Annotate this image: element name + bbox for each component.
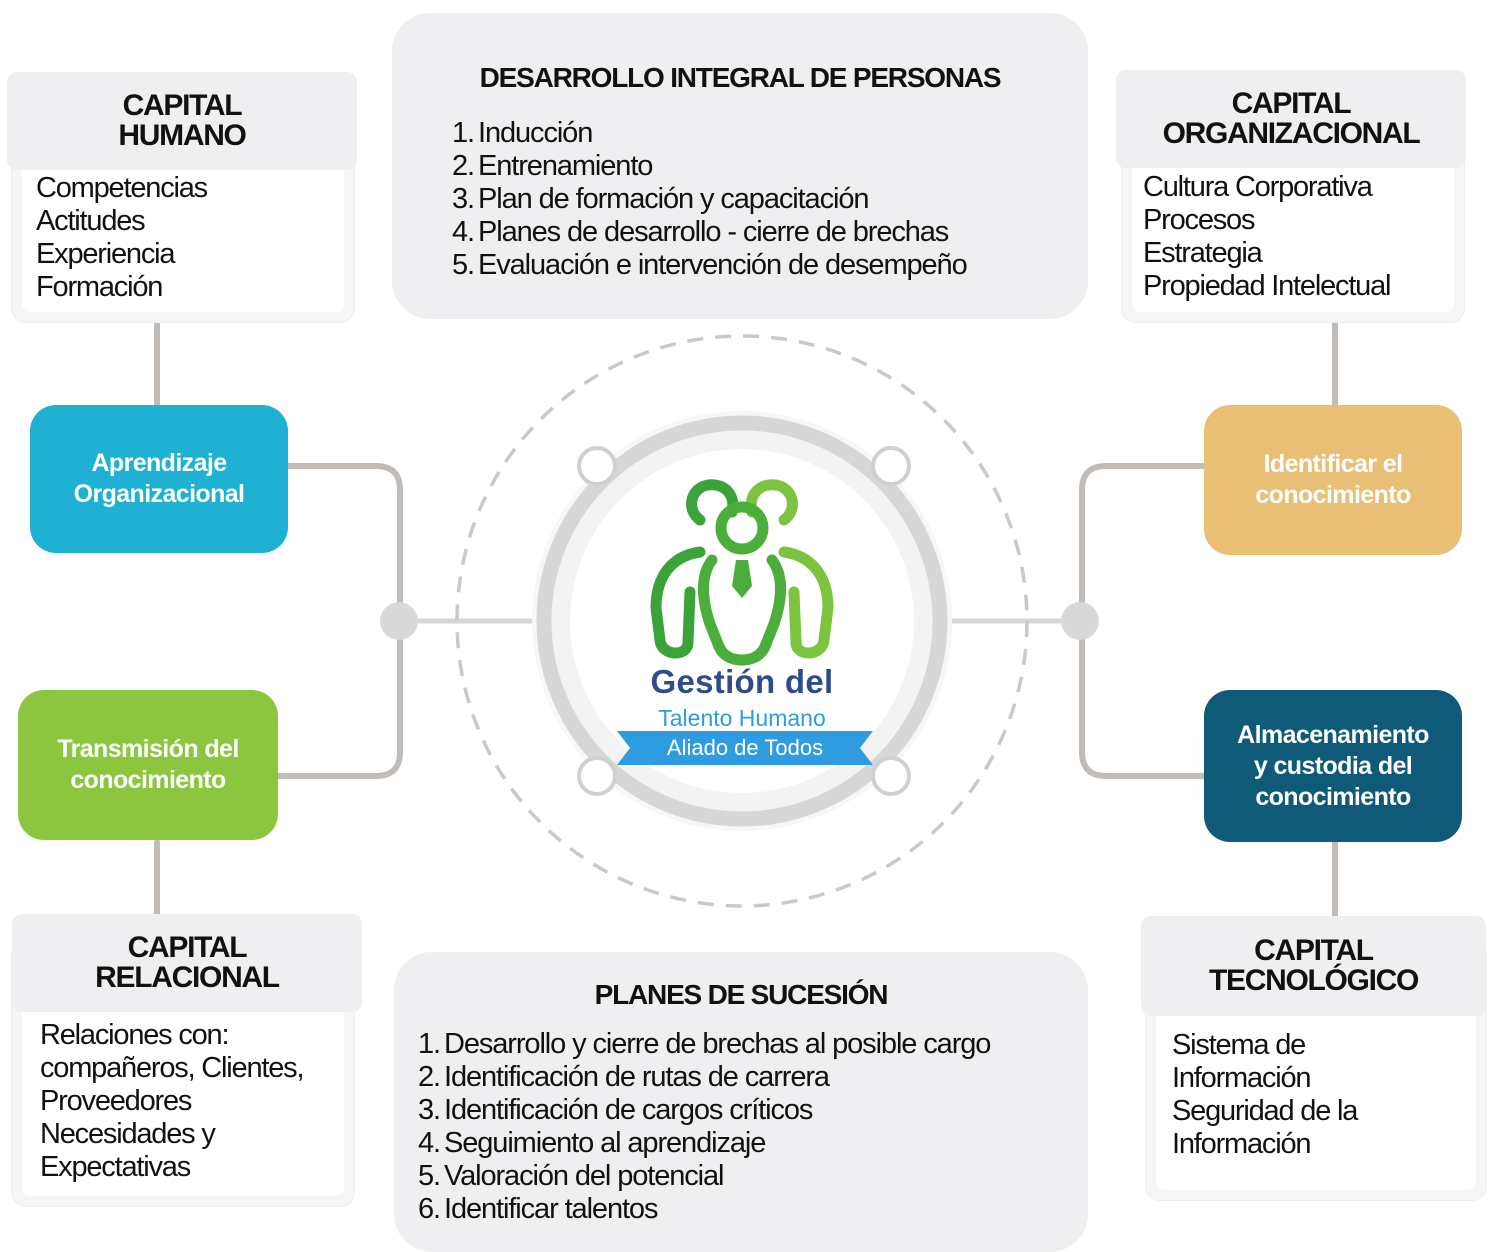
list-item: 2.Identificación de rutas de carrera <box>418 1061 830 1093</box>
list-item: 1.Desarrollo y cierre de brechas al posi… <box>418 1028 991 1060</box>
list-item: 2.Entrenamiento <box>452 150 653 182</box>
list-item: 4.Planes de desarrollo - cierre de brech… <box>452 216 949 248</box>
capital-organizacional-items: Cultura Corporativa Procesos Estrategia … <box>1143 171 1391 302</box>
planes-sucesion-title: PLANES DE SUCESIÓN <box>594 979 889 1010</box>
node-identificar-conocimiento: Identificar el conocimiento <box>1204 405 1462 555</box>
logo-subtitle: Talento Humano <box>658 705 826 731</box>
logo-disc <box>570 449 914 793</box>
list-item: 4.Seguimiento al aprendizaje <box>418 1127 766 1159</box>
people-group-icon <box>650 479 834 666</box>
list-item: 1.Inducción <box>452 117 593 149</box>
desarrollo-integral-list: 1.Inducción 2.Entrenamiento 3.Plan de fo… <box>452 117 968 282</box>
capital-relacional-title: CAPITAL RELACIONAL <box>12 914 362 1012</box>
logo-tagline: Aliado de Todos <box>666 735 824 760</box>
ring-node-bottom-left <box>577 756 617 796</box>
dashed-orbit <box>455 334 1029 908</box>
ring-node-top-right <box>871 446 911 486</box>
capital-relacional-items: Relaciones con: compañeros, Clientes, Pr… <box>40 1019 305 1183</box>
logo-ribbon <box>617 731 873 765</box>
capital-tecnologico-title: CAPITAL TECNOLÓGICO <box>1141 916 1486 1016</box>
planes-sucesion-box: PLANES DE SUCESIÓN 1.Desarrollo y cierre… <box>394 952 1088 1252</box>
list-item: 3.Identificación de cargos críticos <box>418 1094 813 1126</box>
capital-tecnologico-items: Sistema de Información Seguridad de la I… <box>1172 1029 1358 1160</box>
junction-dot-left <box>380 602 418 640</box>
capital-humano-title: CAPITAL HUMANO <box>7 72 357 170</box>
desarrollo-integral-title: DESARROLLO INTEGRAL DE PERSONAS <box>479 62 1002 93</box>
node-transmision-conocimiento: Transmisión del conocimiento <box>18 690 278 840</box>
tie-icon <box>732 560 752 598</box>
capital-organizacional-title: CAPITAL ORGANIZACIONAL <box>1116 70 1466 168</box>
ring-node-top-left <box>577 446 617 486</box>
list-item: 3.Plan de formación y capacitación <box>452 183 869 215</box>
capital-humano-items: Competencias Actitudes Experiencia Forma… <box>36 172 208 303</box>
desarrollo-integral-box: DESARROLLO INTEGRAL DE PERSONAS 1.Inducc… <box>392 13 1088 319</box>
logo-title: Gestión del <box>650 663 834 700</box>
list-item: 5.Valoración del potencial <box>418 1160 724 1192</box>
ring-node-bottom-right <box>871 756 911 796</box>
junction-dot-right <box>1061 602 1099 640</box>
list-item: 5.Evaluación e intervención de desempeño <box>452 249 968 281</box>
list-item: 6.Identificar talentos <box>418 1193 658 1225</box>
planes-sucesion-list: 1.Desarrollo y cierre de brechas al posi… <box>418 1028 991 1226</box>
node-aprendizaje-organizacional: Aprendizaje Organizacional <box>30 405 288 553</box>
node-almacenamiento-custodia: Almacenamiento y custodia del conocimien… <box>1204 690 1462 842</box>
